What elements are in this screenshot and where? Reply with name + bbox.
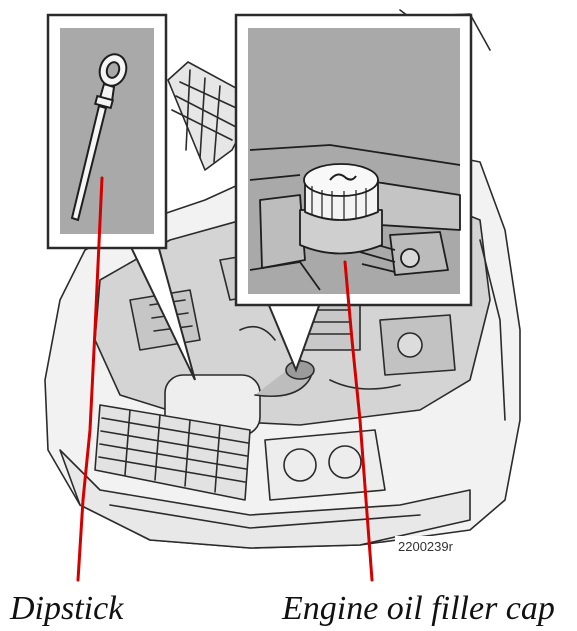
dipstick-label: Dipstick bbox=[10, 592, 123, 626]
filler-cap-label: Engine oil filler cap bbox=[282, 592, 555, 626]
headlight bbox=[265, 430, 385, 500]
figure-code: 2200239r bbox=[398, 539, 454, 554]
